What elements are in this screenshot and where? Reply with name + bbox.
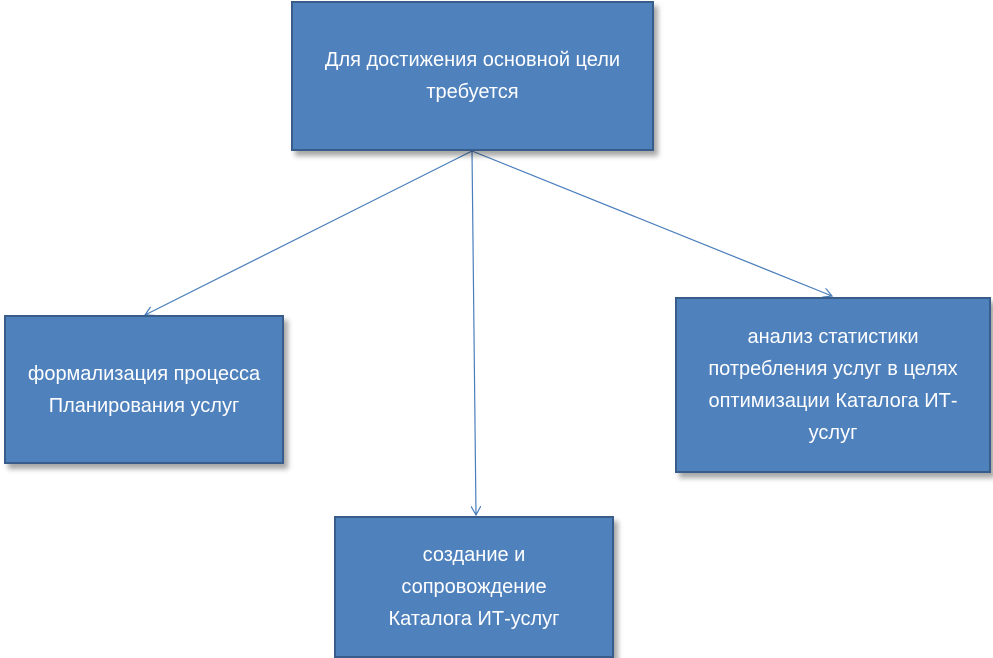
arrow-top-to-right <box>471 150 832 296</box>
planning-formalization-box: формализация процесса Планирования услуг <box>4 315 284 464</box>
statistics-analysis-box: анализ статистики потребления услуг в це… <box>675 297 991 473</box>
arrow-top-to-bottom <box>472 150 476 515</box>
catalog-creation-label: создание и сопровождение Каталога ИТ-усл… <box>388 544 560 630</box>
goal-box: Для достижения основной цели требуется <box>291 1 654 151</box>
arrow-top-to-left <box>145 150 473 315</box>
catalog-creation-box: создание и сопровождение Каталога ИТ-усл… <box>334 516 614 658</box>
planning-formalization-label: формализация процесса Планирования услуг <box>27 362 261 417</box>
statistics-analysis-label: анализ статистики потребления услуг в це… <box>708 326 958 444</box>
goal-box-label: Для достижения основной цели требуется <box>324 49 621 103</box>
